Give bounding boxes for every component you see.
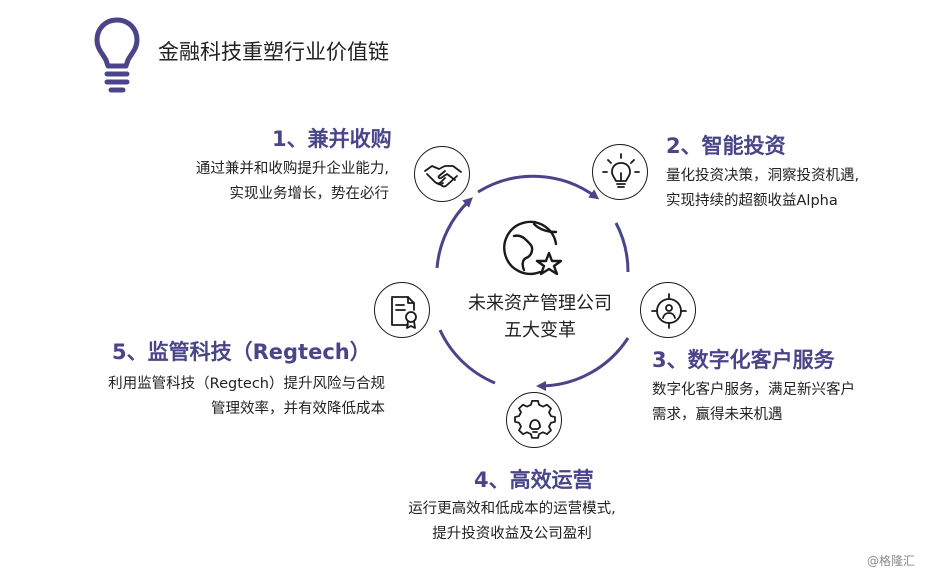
item-1-icon-circle — [414, 146, 470, 202]
item-3-desc: 数字化客户服务，满足新兴客户 需求，赢得未来机遇 — [652, 378, 855, 428]
certificate-icon — [391, 296, 417, 329]
item-1-desc: 通过兼并和收购提升企业能力, 实现业务增长，势在必行 — [196, 157, 389, 207]
target-person-icon — [651, 293, 687, 329]
center-label: 未来资产管理公司 五大变革 — [440, 290, 640, 344]
center-label-line2: 五大变革 — [504, 320, 576, 341]
title-lightbulb-icon — [94, 17, 140, 93]
cycle-arcs — [435, 174, 630, 391]
arc-bottom-right — [536, 337, 630, 391]
item-4-desc-line1: 运行更高效和低成本的运营模式, — [408, 501, 616, 517]
watermark: @格隆汇 — [866, 554, 915, 568]
globe-star-icon — [503, 220, 563, 276]
item-3-desc-line1: 数字化客户服务，满足新兴客户 — [652, 382, 855, 398]
item-1-heading: 1、兼并收购 — [272, 127, 392, 151]
item-5-heading: 5、监管科技（Regtech） — [112, 340, 371, 364]
item-3-desc-line2: 需求，赢得未来机遇 — [652, 407, 783, 423]
item-4-desc-line2: 提升投资收益及公司盈利 — [432, 526, 592, 542]
item-5-desc-line1: 利用监管科技（Regtech）提升风险与合规 — [108, 376, 385, 392]
item-1-desc-line2: 实现业务增长，势在必行 — [229, 186, 390, 202]
item-2-desc: 量化投资决策，洞察投资机遇, 实现持续的超额收益Alpha — [666, 164, 859, 214]
arc-left — [435, 197, 473, 269]
item-1-desc-line1: 通过兼并和收购提升企业能力, — [195, 161, 389, 177]
item-5-icon-circle — [374, 282, 430, 338]
item-4-icon-circle — [506, 392, 562, 448]
arc-right — [614, 222, 630, 273]
center-label-line1: 未来资产管理公司 — [468, 293, 612, 314]
lightbulb-icon — [602, 153, 640, 188]
item-2-desc-line2: 实现持续的超额收益Alpha — [666, 193, 838, 209]
item-3-icon-circle — [640, 282, 696, 338]
handshake-icon — [424, 165, 462, 188]
item-5-desc-line2: 管理效率，并有效降低成本 — [211, 401, 385, 417]
gear-icon — [514, 400, 556, 439]
item-2-heading: 2、智能投资 — [666, 134, 786, 158]
item-3-heading: 3、数字化客户服务 — [652, 348, 835, 372]
arc-top — [477, 174, 600, 200]
item-4-desc: 运行更高效和低成本的运营模式, 提升投资收益及公司盈利 — [362, 497, 662, 547]
page-title: 金融科技重塑行业价值链 — [158, 40, 389, 64]
arc-bottom-left — [438, 329, 496, 385]
item-4-heading: 4、高效运营 — [474, 468, 594, 492]
item-2-desc-line1: 量化投资决策，洞察投资机遇, — [666, 168, 860, 184]
item-5-desc: 利用监管科技（Regtech）提升风险与合规 管理效率，并有效降低成本 — [108, 372, 385, 422]
item-2-icon-circle — [592, 144, 648, 200]
